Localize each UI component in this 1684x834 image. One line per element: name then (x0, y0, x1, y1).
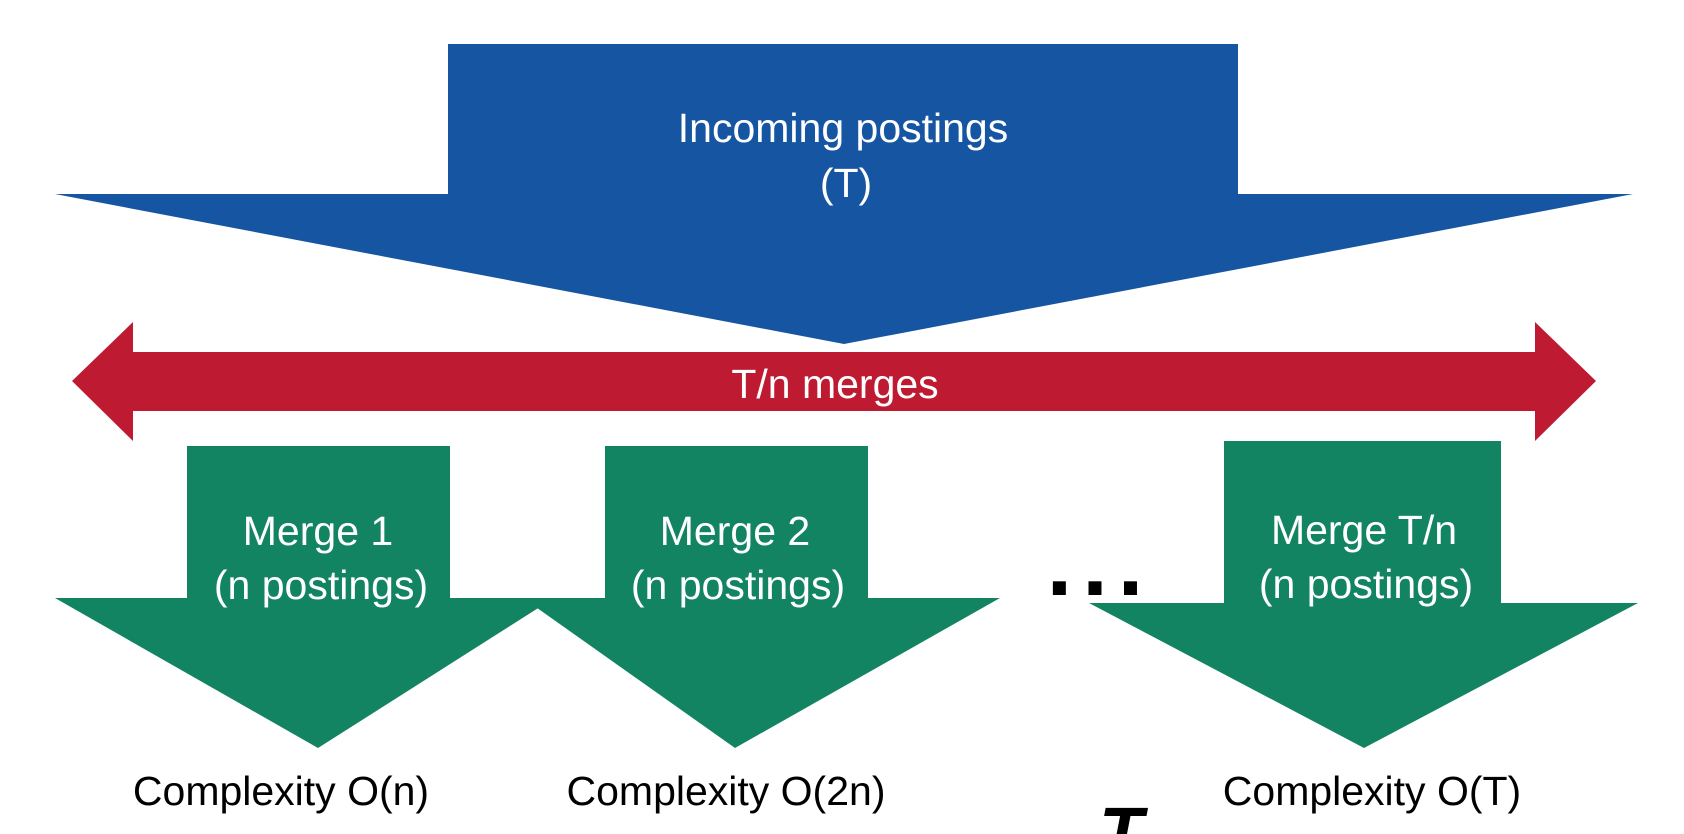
merge-2-arrow: Merge 2 (n postings) (523, 446, 1000, 748)
merge-1-sublabel: (n postings) (214, 562, 428, 608)
merge-2-sublabel: (n postings) (631, 562, 845, 608)
merge-t-over-n-complexity: Complexity O(T) (1223, 768, 1521, 814)
incoming-postings-arrow-shaft (448, 44, 1238, 195)
merge-1-complexity: Complexity O(n) (133, 768, 429, 814)
incoming-postings-sublabel: (T) (820, 160, 872, 206)
merge-2-arrow-shaft (605, 446, 868, 599)
merge-t-over-n-sublabel: (n postings) (1259, 561, 1473, 607)
merge-1-arrow-head (55, 598, 554, 748)
footer-t-symbol: T (1099, 794, 1149, 834)
merge-1-label: Merge 1 (243, 508, 393, 554)
merge-2-complexity: Complexity O(2n) (567, 768, 886, 814)
ellipsis-more-merges: ... (1047, 513, 1154, 615)
merge-1-arrow-shaft (187, 446, 450, 599)
merge-1-arrow: Merge 1 (n postings) (55, 446, 554, 748)
merge-t-over-n-arrow: Merge T/n (n postings) (1089, 441, 1638, 748)
merge-2-arrow-head (523, 598, 1000, 748)
incoming-postings-arrow: Incoming postings (T) (55, 44, 1633, 344)
merge-t-over-n-arrow-head (1089, 603, 1638, 748)
merges-count-double-arrow (72, 322, 1596, 441)
merge-2-label: Merge 2 (660, 508, 810, 554)
merges-count-arrow: T/n merges (72, 322, 1596, 441)
merge-t-over-n-label: Merge T/n (1271, 507, 1457, 553)
merges-count-label: T/n merges (731, 361, 938, 407)
incoming-postings-label: Incoming postings (678, 105, 1008, 151)
incoming-postings-arrow-head (55, 194, 1633, 344)
merge-t-over-n-arrow-shaft (1224, 441, 1501, 604)
